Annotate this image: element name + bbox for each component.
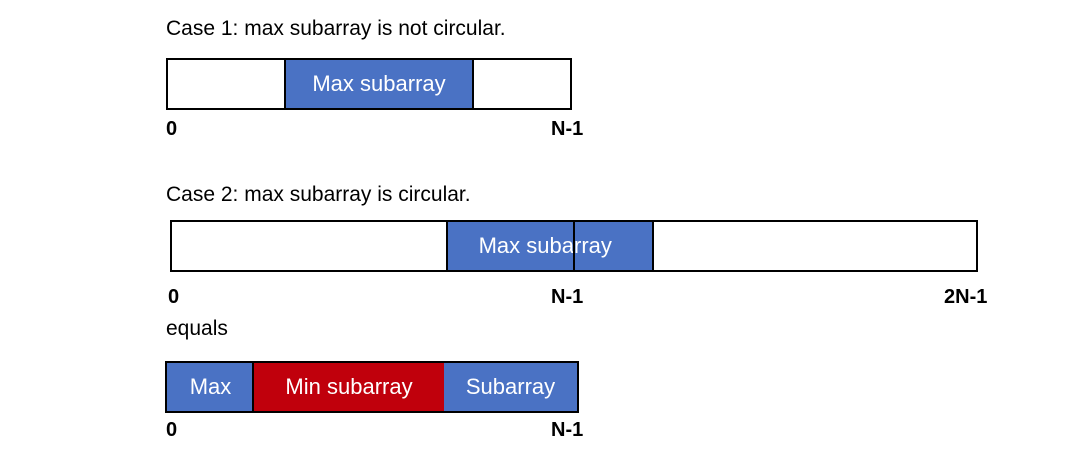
- case2-max-subarray-left-segment: Max suba: [446, 222, 574, 270]
- case2-caption: Case 2: max subarray is circular.: [166, 183, 471, 206]
- case2-tick-0: 0: [168, 286, 180, 308]
- case3-array-bar: Max Min subarray Subarray: [165, 361, 579, 413]
- case1-tick-0: 0: [166, 118, 178, 140]
- case1-max-subarray-segment: Max subarray: [284, 60, 474, 108]
- case2-n-boundary-divider: [573, 222, 575, 270]
- case2-tick-2n-minus-1: 2N-1: [944, 286, 988, 308]
- case1-max-subarray-label: Max subarray: [312, 71, 446, 96]
- case3-min-subarray-label: Min subarray: [285, 374, 413, 399]
- case2-doubled-array-bar: Max suba rray: [170, 220, 978, 272]
- case3-min-subarray-segment: Min subarray: [252, 363, 446, 411]
- case3-subarray-segment: Subarray: [444, 363, 577, 411]
- case3-max-label: Max: [189, 374, 232, 399]
- case3-tick-n-minus-1: N-1: [551, 419, 584, 441]
- case1-array-bar: Max subarray: [166, 58, 572, 110]
- case2-max-subarray-label-left: Max suba: [478, 233, 574, 258]
- case3-max-segment: Max: [167, 363, 254, 411]
- case2-max-subarray-right-segment: rray: [574, 222, 654, 270]
- case2-max-subarray-label-right: rray: [574, 233, 612, 258]
- equals-label: equals: [166, 317, 228, 340]
- case1-caption: Case 1: max subarray is not circular.: [166, 17, 506, 40]
- case3-subarray-label: Subarray: [465, 374, 556, 399]
- case2-tick-n-minus-1: N-1: [551, 286, 584, 308]
- case1-tick-n-minus-1: N-1: [551, 118, 584, 140]
- case3-tick-0: 0: [166, 419, 178, 441]
